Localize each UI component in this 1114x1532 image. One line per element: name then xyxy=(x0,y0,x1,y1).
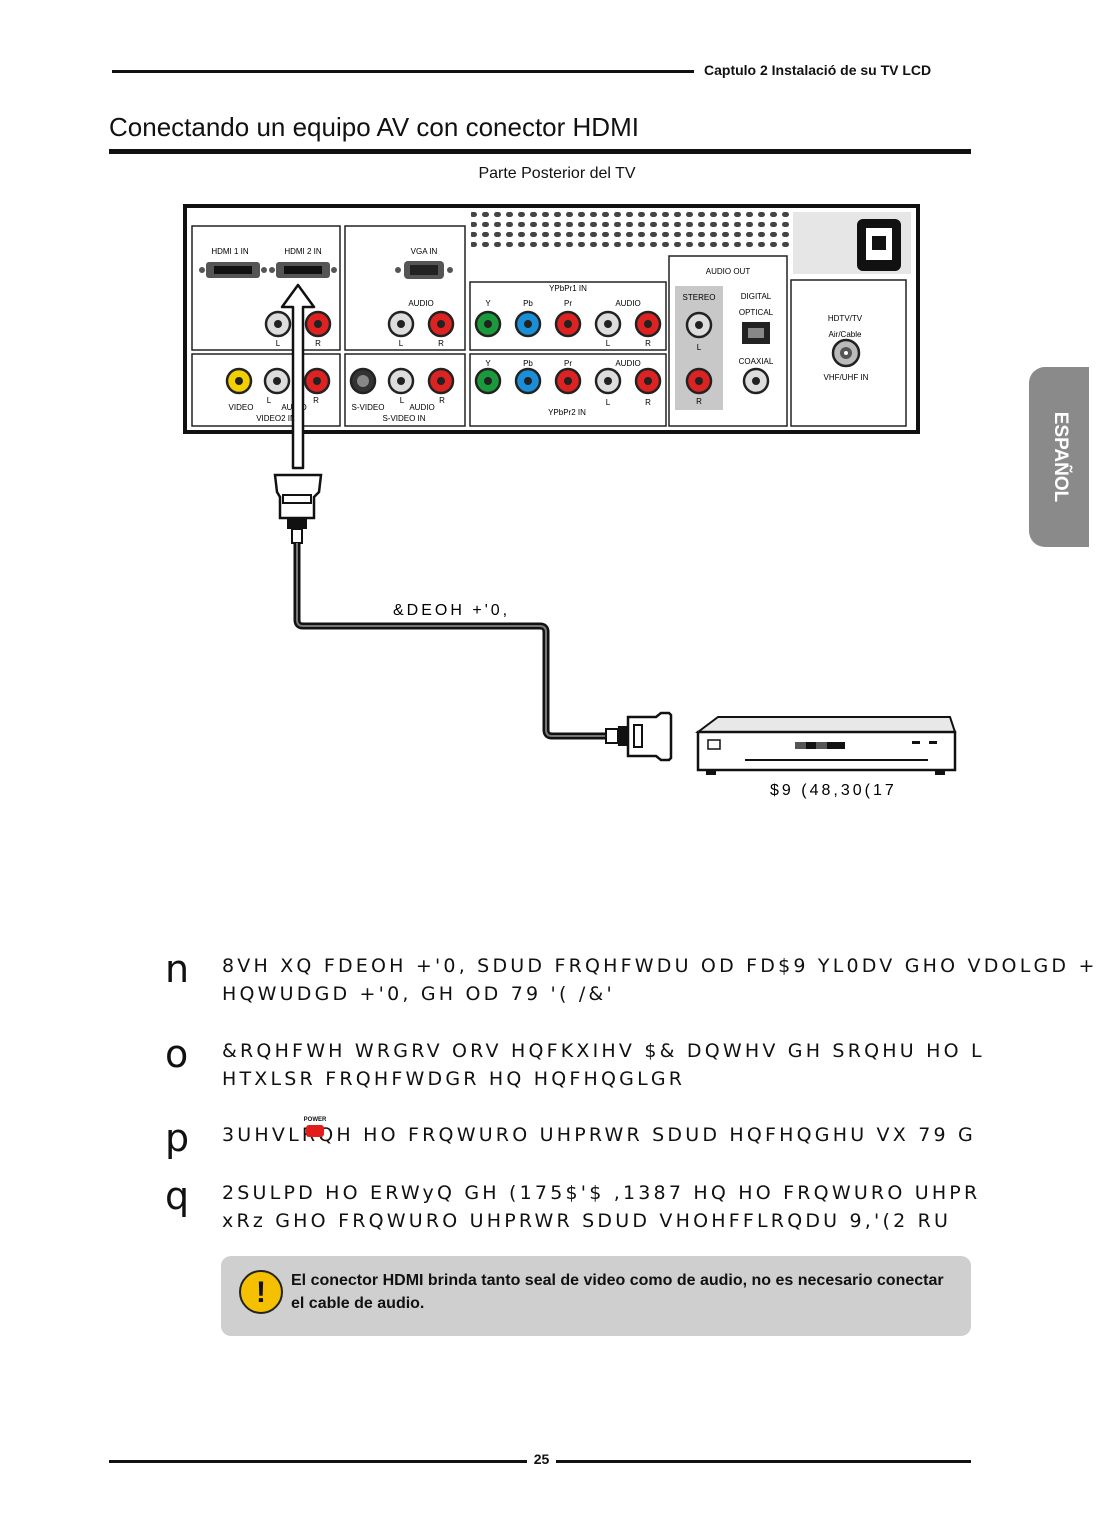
step-number: o xyxy=(165,1032,189,1076)
vga-port xyxy=(395,261,453,279)
stereo-label: STEREO xyxy=(683,293,716,302)
audio-r-label: R xyxy=(315,339,321,348)
hdmi2-port xyxy=(269,262,337,278)
ypbpr1-pb-label: Pb xyxy=(523,299,533,308)
note-text: El conector HDMI brinda tanto seal de vi… xyxy=(291,1272,944,1312)
step-text-line2: xRz GHO FRQWURO UHPRWR SDUD VHOHFFLRQDU … xyxy=(222,1210,952,1232)
svideo-in-label: S-VIDEO IN xyxy=(382,414,425,423)
power-button-shape xyxy=(306,1125,324,1137)
vga-label: VGA IN xyxy=(411,247,438,256)
svideo-audio-label: AUDIO xyxy=(409,403,434,412)
step-text-line1: 2SULPD HO ERWyQ GH (175$'$ ,1387 HQ HO F… xyxy=(222,1182,981,1204)
ypbpr1-label: YPbPr1 IN xyxy=(549,284,587,293)
vga-audio-r-label: R xyxy=(438,339,444,348)
cable-label: &DEOH +'0, xyxy=(393,602,510,619)
step-text-line1: 3UHVLRQH HO FRQWURO UHPRWR SDUD HQFHQGHU… xyxy=(222,1124,976,1146)
video-label: VIDEO xyxy=(229,403,254,412)
svideo-r-label: R xyxy=(439,396,445,405)
hdmi1-label: HDMI 1 IN xyxy=(211,247,249,256)
device-label: $9 (48,30(17 xyxy=(770,782,897,799)
audio-out-label: AUDIO OUT xyxy=(706,267,751,276)
vga-audio-label: AUDIO xyxy=(408,299,433,308)
step-number: p xyxy=(165,1116,190,1160)
coaxial-jack xyxy=(742,367,770,395)
stereo-l-label: L xyxy=(697,343,702,352)
step-1: n 8VH XQ FDEOH +'0, SDUD FRQHFWDU OD FD$… xyxy=(0,947,1094,1015)
ypbpr1-jacks xyxy=(474,310,662,338)
warning-icon-glyph: ! xyxy=(256,1276,266,1309)
audio-jacks-vga xyxy=(387,310,455,338)
step-text-line1: &RQHFWH WRGRV ORV HQFKXIHV $& DQWHV GH S… xyxy=(222,1040,985,1062)
step-text-line2: HQWUDGD +'0, GH OD 79 '( /&' xyxy=(222,983,615,1005)
ypbpr2-pb-label: Pb xyxy=(523,359,533,368)
digital-label: DIGITAL xyxy=(741,292,772,301)
step-text-line1: 8VH XQ FDEOH +'0, SDUD FRQHFWDU OD FD$9 … xyxy=(222,955,1098,977)
power-label: POWER xyxy=(303,1117,327,1123)
video2-r-label: R xyxy=(313,396,319,405)
ypbpr2-audio-label: AUDIO xyxy=(615,359,640,368)
ypbpr2-pr-label: Pr xyxy=(564,359,572,368)
step-2: o &RQHFWH WRGRV ORV HQFKXIHV $& DQWHV GH… xyxy=(0,1032,1080,1100)
audio-jacks-hdmi xyxy=(264,310,332,338)
ypbpr1-y-label: Y xyxy=(485,299,491,308)
step-4: q 2SULPD HO ERWyQ GH (175$'$ ,1387 HQ HO… xyxy=(0,1174,1080,1242)
title-rule xyxy=(109,149,971,154)
ypbpr1-r-label: R xyxy=(645,339,651,348)
video2-l-label: L xyxy=(267,396,272,405)
hdmi-arrow-icon xyxy=(280,283,316,470)
hdmi2-label: HDMI 2 IN xyxy=(284,247,322,256)
ypbpr2-r-label: R xyxy=(645,398,651,407)
ypbpr1-audio-label: AUDIO xyxy=(615,299,640,308)
antenna-jack xyxy=(831,338,861,368)
step-number: n xyxy=(165,947,190,991)
section-title: Conectando un equipo AV con conector HDM… xyxy=(109,112,639,142)
chapter-heading: Captulo 2 Instalació de su TV LCD xyxy=(704,62,932,78)
svideo-l-label: L xyxy=(400,396,405,405)
svideo-jacks xyxy=(349,367,455,395)
footer-rule-right xyxy=(556,1460,971,1463)
tv-back-panel: HDMI 1 IN HDMI 2 IN VGA IN L R AUDIO L R… xyxy=(183,204,920,434)
ypbpr2-y-label: Y xyxy=(485,359,491,368)
ypbpr2-label: YPbPr2 IN xyxy=(548,408,586,417)
hdmi-cable xyxy=(273,473,673,762)
stereo-r-jack xyxy=(685,367,713,395)
diagram-caption: Parte Posterior del TV xyxy=(478,165,636,182)
footer-rule-left xyxy=(109,1460,527,1463)
note-box: ! El conector HDMI brinda tanto seal de … xyxy=(221,1256,971,1336)
ypbpr1-l-label: L xyxy=(606,339,611,348)
av-device-icon xyxy=(695,716,957,775)
optical-label: OPTICAL xyxy=(739,308,774,317)
stereo-l-jack xyxy=(685,311,713,339)
warning-icon: ! xyxy=(239,1270,283,1314)
connection-diagram: HDMI 1 IN HDMI 2 IN VGA IN L R AUDIO L R… xyxy=(183,204,957,799)
stereo-r-label: R xyxy=(696,397,702,406)
power-button-icon: POWER xyxy=(303,1117,327,1139)
language-tab: ESPAÑOL xyxy=(1029,367,1089,547)
page-number: 25 xyxy=(533,1451,550,1467)
video2-jacks xyxy=(225,367,331,395)
header-rule xyxy=(112,70,694,73)
video2-in-label: VIDEO2 IN xyxy=(256,414,296,423)
hdmi1-port xyxy=(199,262,267,278)
hdtv-label: HDTV/TV xyxy=(828,314,863,323)
ypbpr2-jacks xyxy=(474,367,662,395)
step-text-line2: HTXLSR FRQHFWDGR HQ HQFHQGLGR xyxy=(222,1068,686,1090)
svideo-label: S-VIDEO xyxy=(352,403,385,412)
coaxial-label: COAXIAL xyxy=(739,357,774,366)
step-3: p 3UHVLRQH HO FRQWURO UHPRWR SDUD HQFHQG… xyxy=(0,1116,1080,1184)
air-cable-label: Air/Cable xyxy=(829,330,862,339)
power-inlet-icon xyxy=(857,219,901,271)
ypbpr2-l-label: L xyxy=(606,398,611,407)
vhf-uhf-label: VHF/UHF IN xyxy=(824,373,869,382)
optical-port xyxy=(742,322,770,344)
language-tab-label: ESPAÑOL xyxy=(1050,411,1071,503)
vga-audio-l-label: L xyxy=(399,339,404,348)
step-number: q xyxy=(165,1174,190,1218)
ypbpr1-pr-label: Pr xyxy=(564,299,572,308)
audio-l-label: L xyxy=(276,339,281,348)
